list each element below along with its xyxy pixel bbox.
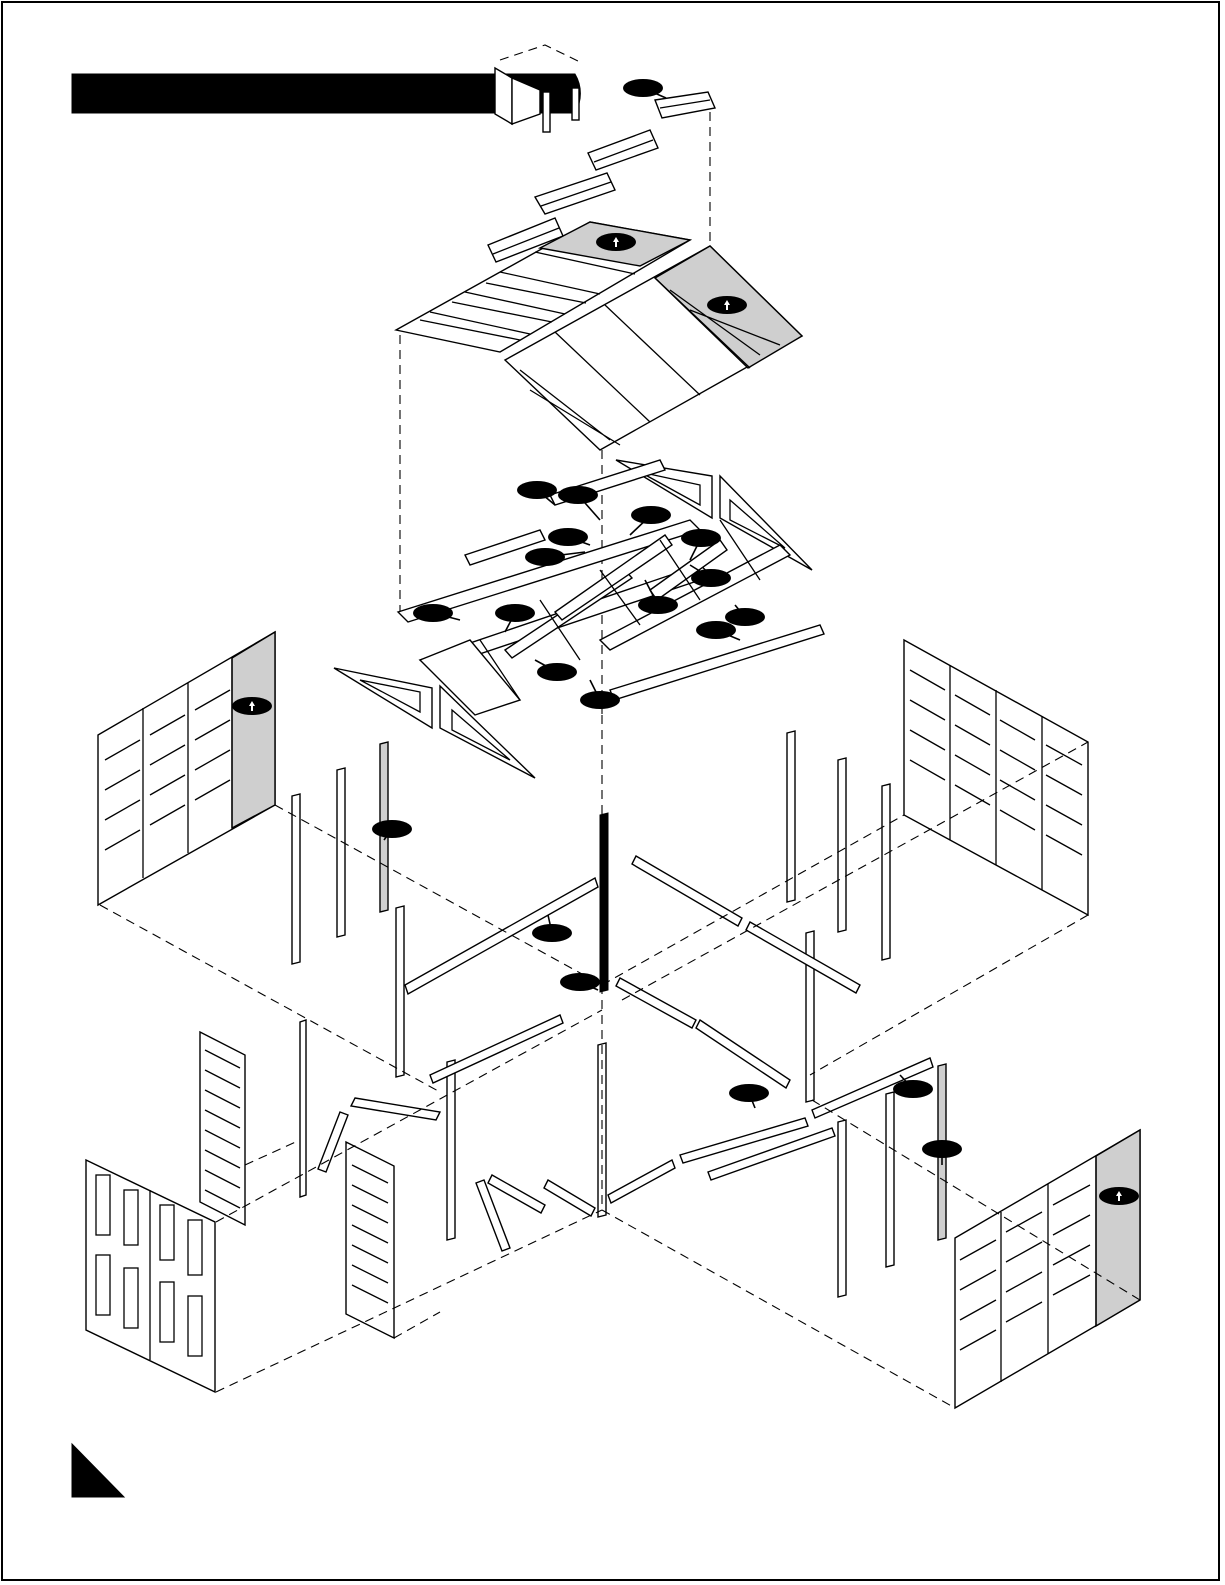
- callout-badge: [560, 973, 600, 991]
- callout-badge: [525, 548, 565, 566]
- callout-c-roof-1: [596, 233, 636, 251]
- callout-badge: [517, 481, 557, 499]
- callout-badge: [372, 820, 412, 838]
- callout-c-post-left: [372, 820, 412, 840]
- right-back-wall: [904, 640, 1088, 915]
- callout-badge: [631, 506, 671, 524]
- callout-badge: [623, 79, 663, 97]
- callout-c-truss-7: [690, 565, 731, 587]
- callout-c-truss-14: [580, 680, 620, 709]
- callout-badge: [691, 569, 731, 587]
- callout-badge: [580, 691, 620, 709]
- double-doors: [86, 1160, 215, 1392]
- callout-c-truss-2: [558, 486, 600, 520]
- callout-c-floor-right: [729, 1084, 769, 1108]
- left-side-door-panel: [200, 1032, 245, 1225]
- callout-c-truss-11: [725, 605, 765, 626]
- corner-page-marker: [72, 1444, 124, 1497]
- callout-badge: [681, 529, 721, 547]
- callout-badge: [893, 1080, 933, 1098]
- callout-c-ridge: [623, 79, 666, 98]
- roof-truss-frame: [398, 460, 824, 715]
- callout-c-post-right: [922, 1140, 962, 1165]
- callout-badge: [537, 663, 577, 681]
- front-side-door-panel: [346, 1142, 394, 1338]
- callout-badge: [725, 608, 765, 626]
- callout-badge: [729, 1084, 769, 1102]
- callout-badge: [548, 528, 588, 546]
- callout-c-roof-2: [707, 296, 747, 314]
- callout-c-truss-13: [535, 660, 577, 681]
- right-front-wall: [955, 1130, 1140, 1408]
- callout-c-wall-left: [232, 697, 272, 715]
- callout-badge: [558, 486, 598, 504]
- callout-c-truss-1: [517, 481, 557, 505]
- callout-badge: [413, 604, 453, 622]
- callout-c-post-mid: [560, 973, 600, 991]
- callout-badge: [532, 924, 572, 942]
- callout-c-wall-right: [1099, 1187, 1139, 1205]
- callout-badge: [495, 604, 535, 622]
- callout-badge: [696, 621, 736, 639]
- callout-badge: [922, 1140, 962, 1158]
- left-back-wall: [98, 632, 275, 905]
- callout-badge: [638, 596, 678, 614]
- callout-layer: [232, 79, 1139, 1205]
- callout-c-truss-4: [548, 528, 590, 546]
